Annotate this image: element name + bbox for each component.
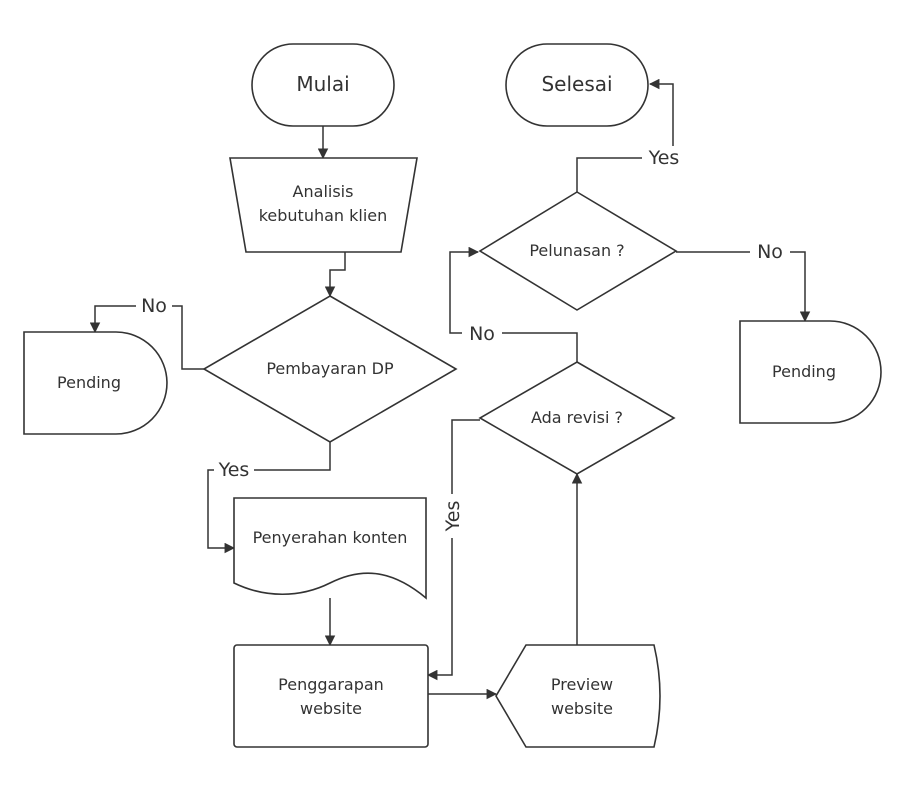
edge-label-dp-no: No — [141, 295, 167, 317]
node-development-label-line2: website — [300, 699, 362, 718]
connector-payment-yes-to-content — [207, 442, 331, 554]
node-payment-dp: Pembayaran DP — [202, 295, 458, 443]
edge-label-bg — [136, 294, 172, 316]
decision-shape — [478, 191, 678, 311]
node-payment-dp-label: Pembayaran DP — [266, 359, 394, 378]
display-shape — [495, 644, 661, 748]
connector-revision-yes-to-development — [426, 419, 480, 681]
document-shape — [233, 497, 427, 600]
node-pending-right-label: Pending — [772, 362, 836, 381]
delay-shape — [739, 320, 882, 424]
connector-settlement-no-to-pending — [676, 251, 811, 323]
decision-shape — [478, 361, 676, 475]
node-settlement: Pelunasan ? — [478, 191, 678, 311]
node-end: Selesai — [505, 43, 649, 127]
node-start: Mulai — [251, 43, 395, 127]
node-end-label: Selesai — [541, 72, 612, 96]
delay-shape — [23, 331, 168, 435]
node-settlement-label: Pelunasan ? — [529, 241, 624, 260]
terminator-shape — [505, 43, 649, 127]
connector-analysis-to-payment — [324, 252, 346, 298]
node-content-handover-label: Penyerahan konten — [253, 528, 408, 547]
connector-payment-no-to-pending — [89, 305, 204, 370]
connector-revision-no-to-settlement — [449, 246, 578, 362]
edge-label-settlement-yes: Yes — [648, 147, 680, 169]
edge-label-revision-yes: Yes — [442, 501, 464, 533]
node-pending-right: Pending — [739, 320, 882, 424]
edge-label-revision-no: No — [469, 323, 495, 345]
edge-label-bg — [642, 146, 686, 168]
node-development-label-line1: Penggarapan — [278, 675, 384, 694]
node-pending-left: Pending — [23, 331, 168, 435]
edge-label-dp-yes: Yes — [218, 459, 250, 481]
node-revision-label: Ada revisi ? — [531, 408, 623, 427]
terminator-shape — [251, 43, 395, 127]
edge-label-settlement-no: No — [757, 241, 783, 263]
decision-shape — [202, 295, 458, 443]
node-analysis-label-line1: Analisis — [293, 182, 354, 201]
node-analysis-label-line2: kebutuhan klien — [259, 206, 388, 225]
edge-label-bg — [462, 322, 502, 344]
node-pending-left-label: Pending — [57, 373, 121, 392]
node-preview-label-line2: website — [551, 699, 613, 718]
edge-label-bg — [214, 458, 254, 480]
node-start-label: Mulai — [296, 72, 349, 96]
process-shape — [233, 644, 429, 748]
node-preview: Preview website — [495, 644, 661, 748]
edge-label-bg — [440, 494, 464, 538]
node-content-handover: Penyerahan konten — [233, 497, 427, 600]
node-analysis: Analisis kebutuhan klien — [229, 157, 418, 253]
manual-operation-shape — [229, 157, 418, 253]
node-development: Penggarapan website — [233, 644, 429, 748]
node-revision: Ada revisi ? — [478, 361, 676, 475]
edge-label-bg — [750, 240, 790, 262]
node-preview-label-line1: Preview — [551, 675, 613, 694]
